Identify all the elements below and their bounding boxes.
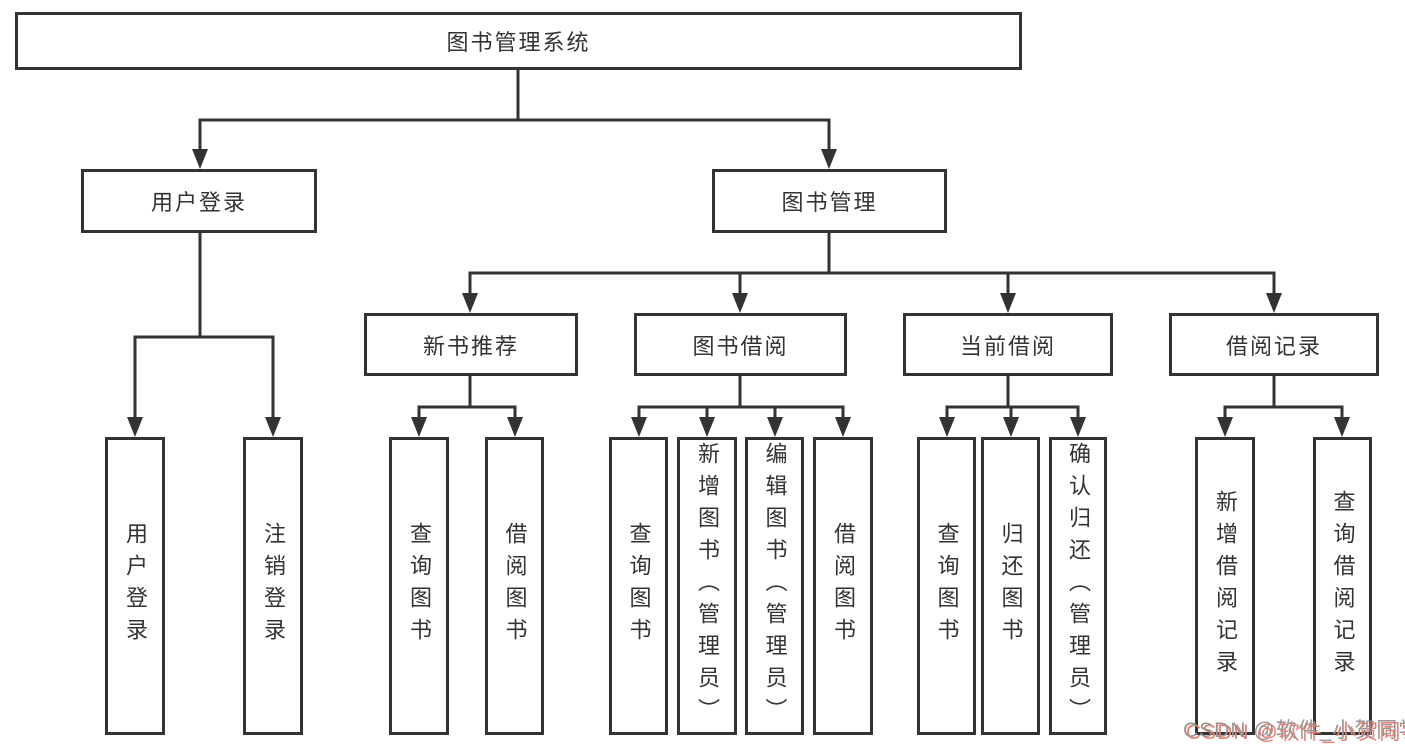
leaf-return-books-label: 归还图书 — [998, 522, 1024, 650]
leaf-query-books-recommend: 查询图书 — [389, 437, 449, 735]
node-book-borrow: 图书借阅 — [634, 313, 847, 376]
node-root: 图书管理系统 — [15, 12, 1022, 70]
leaf-query-borrow-record: 查询借阅记录 — [1313, 437, 1372, 735]
leaf-query-books-borrow-label: 查询图书 — [626, 522, 652, 650]
leaf-add-borrow-record: 新增借阅记录 — [1195, 437, 1255, 735]
node-new-book-recommend: 新书推荐 — [364, 313, 578, 376]
leaf-user-login-label: 用户登录 — [123, 522, 148, 650]
leaf-query-books-borrow: 查询图书 — [609, 437, 668, 735]
leaf-query-borrow-record-label: 查询借阅记录 — [1330, 490, 1356, 682]
leaf-edit-books-admin-label: 编辑图书（管理员） — [762, 442, 788, 730]
leaf-user-login: 用户登录 — [105, 437, 165, 735]
node-current-borrow: 当前借阅 — [903, 313, 1113, 376]
node-book-management: 图书管理 — [712, 169, 947, 233]
tree-edges — [133, 67, 1344, 421]
arrowheads — [127, 149, 1350, 437]
leaf-confirm-return-admin-label: 确认归还（管理员） — [1066, 442, 1091, 730]
leaf-borrow-books-recommend: 借阅图书 — [485, 437, 544, 735]
node-borrow-records: 借阅记录 — [1169, 313, 1379, 376]
leaf-borrow-books: 借阅图书 — [813, 437, 873, 735]
node-user-login: 用户登录 — [81, 169, 317, 233]
leaf-query-books-recommend-label: 查询图书 — [407, 522, 432, 650]
leaf-query-books-current: 查询图书 — [917, 437, 976, 735]
leaf-borrow-books-label: 借阅图书 — [831, 522, 856, 650]
leaf-query-books-current-label: 查询图书 — [934, 522, 960, 650]
leaf-logout: 注销登录 — [243, 437, 303, 735]
leaf-return-books: 归还图书 — [981, 437, 1040, 735]
leaf-add-books-admin: 新增图书（管理员） — [677, 437, 737, 735]
leaf-logout-label: 注销登录 — [261, 522, 286, 650]
leaf-confirm-return-admin: 确认归还（管理员） — [1049, 437, 1107, 735]
leaf-add-borrow-record-label: 新增借阅记录 — [1213, 490, 1238, 682]
leaf-add-books-admin-label: 新增图书（管理员） — [695, 442, 720, 730]
csdn-watermark: CSDN @软件_小贺同学 — [1183, 719, 1405, 742]
leaf-borrow-books-recommend-label: 借阅图书 — [502, 522, 528, 650]
leaf-edit-books-admin: 编辑图书（管理员） — [745, 437, 804, 735]
